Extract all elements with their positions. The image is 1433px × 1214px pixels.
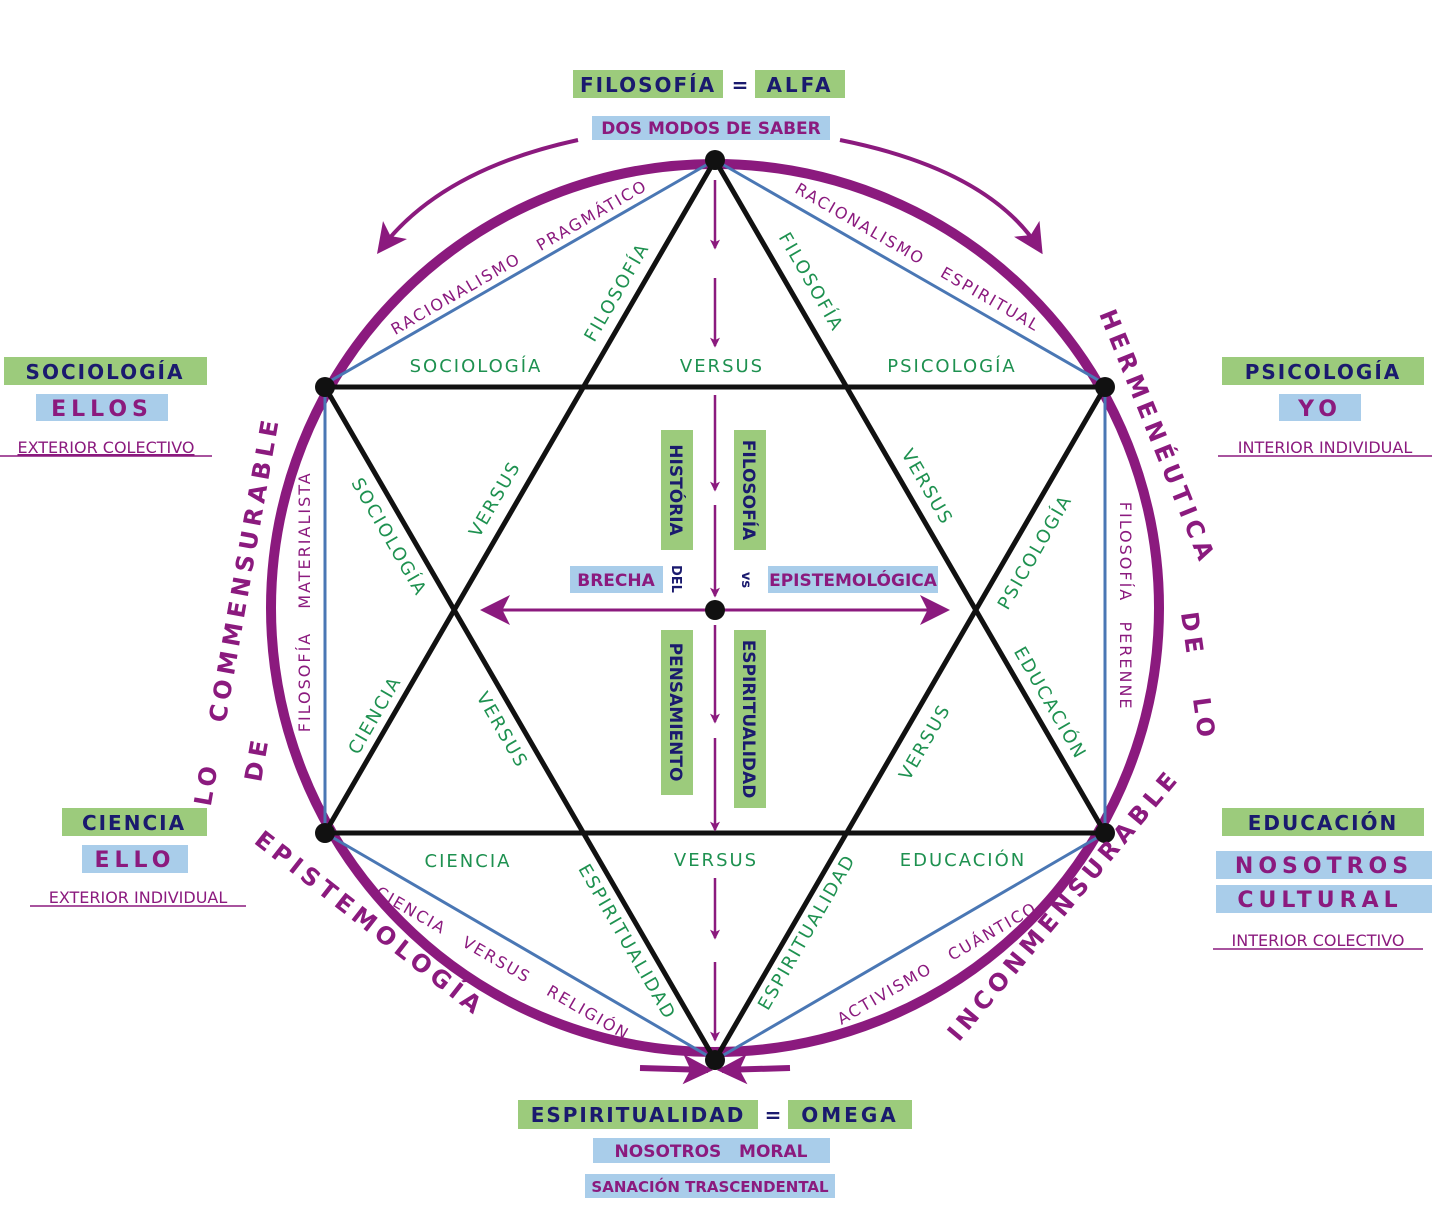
arrow-top-left: [376, 138, 579, 254]
tr-title: PSICOLOGÍA: [1245, 360, 1402, 384]
br-title: EDUCACIÓN: [1248, 811, 1399, 835]
star-bottom-mid: VERSUS: [674, 850, 758, 871]
star-line: [322, 158, 718, 835]
top-equals: =: [732, 73, 749, 97]
edge-left-upper: MATERIALISTA: [295, 471, 314, 608]
center-del: DEL: [668, 565, 683, 593]
box-green: [1222, 808, 1424, 836]
star-ur-educacion: EDUCACIÓN: [1009, 643, 1091, 764]
arrow-top-right: [839, 138, 1043, 255]
box-green: [734, 430, 766, 550]
box-green: [661, 430, 693, 550]
top-dos-modos: DOS MODOS DE SABER: [601, 119, 821, 139]
vertex-dot: [705, 150, 725, 170]
center-dot: [705, 600, 725, 620]
center-espiritualidad: ESPIRITUALIDAD: [738, 640, 758, 799]
box-green: [755, 70, 845, 98]
bl-title: CIENCIA: [82, 811, 186, 835]
box-blue: [1216, 885, 1432, 913]
bottom-nosotros-moral: NOSOTROS MORAL: [615, 1142, 808, 1162]
box-blue: [585, 1174, 835, 1198]
top-filosofia: FILOSOFÍA: [580, 73, 716, 97]
box-green: [518, 1100, 758, 1129]
tl-quadrant: EXTERIOR COLECTIVO: [17, 438, 194, 457]
tr-quadrant: INTERIOR INDIVIDUAL: [1238, 438, 1413, 457]
box-green: [4, 357, 207, 385]
box-green: [62, 808, 207, 836]
star-top-mid: VERSUS: [680, 356, 764, 377]
ring-right: HERMENÉUTICA: [1093, 305, 1222, 569]
bottom-omega: OMEGA: [801, 1103, 898, 1127]
box-green: [788, 1100, 912, 1129]
box-green: [734, 630, 766, 808]
center-pensamiento: PENSAMIENTO: [665, 643, 685, 782]
br-pronoun: NOSOTROS: [1235, 854, 1413, 879]
center-vs: vs: [738, 572, 753, 588]
star-bottom-right: EDUCACIÓN: [900, 849, 1026, 871]
edge-left-lower: FILOSOFÍA: [295, 632, 314, 732]
box-green: [573, 70, 723, 98]
vertex-dot: [315, 377, 335, 397]
edge-right-lower: PERENNE: [1116, 621, 1135, 710]
bottom-equals: =: [765, 1103, 782, 1127]
vertex-dot: [705, 1050, 725, 1070]
box-blue: [1279, 394, 1361, 421]
center-epistemologica: EPISTEMOLÓGICA: [769, 569, 938, 591]
bl-pronoun: ELLO: [95, 848, 176, 873]
box-blue: [570, 566, 663, 593]
br-quadrant: INTERIOR COLECTIVO: [1232, 931, 1405, 950]
bl-quadrant: EXTERIOR INDIVIDUAL: [49, 888, 228, 907]
ring-bottom-right: INCONMENSURABLE: [942, 763, 1186, 1046]
star-dr-versus: VERSUS: [895, 701, 955, 784]
vertex-dot: [1095, 823, 1115, 843]
vertex-dot: [1095, 377, 1115, 397]
box-blue: [36, 394, 168, 421]
br-extra: CULTURAL: [1237, 888, 1402, 913]
tr-pronoun: YO: [1297, 397, 1342, 422]
star-bottom-left: CIENCIA: [425, 851, 512, 872]
tl-title: SOCIOLOGÍA: [26, 360, 185, 384]
box-green: [1222, 357, 1424, 385]
top-alfa: ALFA: [766, 73, 833, 97]
star-top-left: SOCIOLOGÍA: [410, 355, 543, 377]
star-top-right: PSICOLOGÍA: [887, 355, 1016, 377]
box-green: [661, 630, 693, 795]
center-filosofia: FILOSOFÍA: [738, 440, 760, 541]
center-brecha: BRECHA: [577, 571, 655, 591]
star-dr-espiritualidad: ESPIRITUALIDAD: [754, 851, 860, 1014]
center-historia: HISTÓRIA: [665, 444, 687, 536]
box-blue: [82, 845, 188, 873]
ring-right-de-lo: DE LO: [1175, 610, 1221, 744]
tl-pronoun: ELLOS: [51, 397, 153, 422]
star-dl-espiritualidad: ESPIRITUALIDAD: [574, 861, 680, 1024]
star-line: [712, 385, 1108, 1062]
bottom-sanacion: SANACIÓN TRASCENDENTAL: [591, 1177, 829, 1196]
arrow-bottom-right: [717, 1054, 791, 1085]
star-line: [322, 385, 718, 1062]
arrow-bottom-left: [639, 1054, 713, 1085]
box-blue: [593, 1138, 830, 1163]
box-blue: [1216, 851, 1432, 879]
ring-left-de: DE: [239, 733, 275, 783]
box-blue: [768, 566, 938, 593]
box-blue: [592, 116, 830, 140]
edge-right-upper: FILOSOFÍA: [1116, 502, 1135, 602]
bottom-espiritualidad: ESPIRITUALIDAD: [531, 1103, 746, 1127]
star-line: [712, 158, 1108, 835]
vertex-dot: [315, 823, 335, 843]
